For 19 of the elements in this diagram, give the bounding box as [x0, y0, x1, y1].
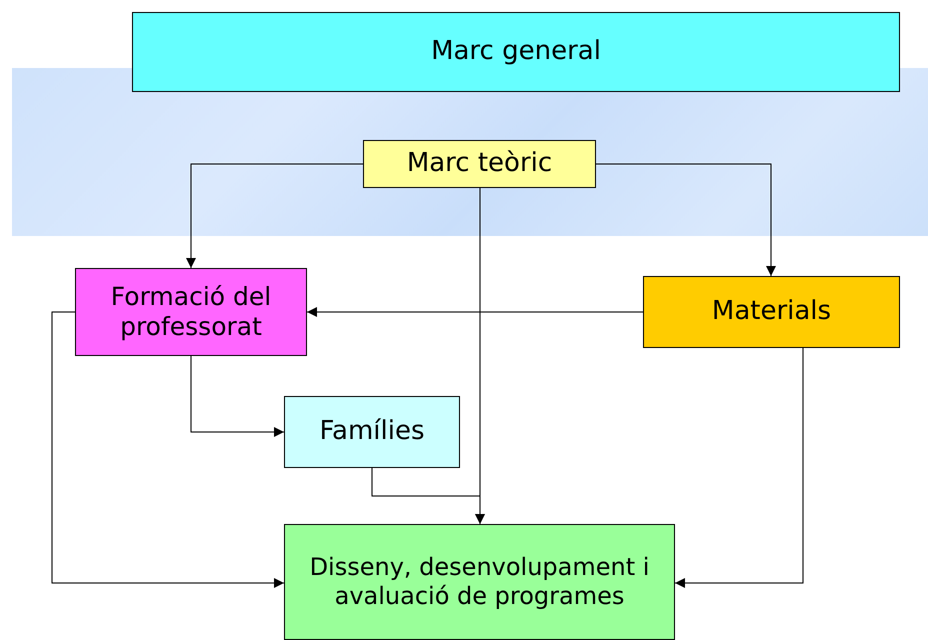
arrow — [186, 164, 364, 268]
arrow — [596, 164, 776, 276]
process-box — [643, 276, 900, 348]
process-box — [363, 140, 596, 188]
process-box — [284, 396, 460, 468]
box-label: Disseny, desenvolupament i avaluació de programes — [308, 553, 650, 611]
arrow — [306, 307, 644, 317]
box-label: Formació del professorat — [110, 282, 272, 342]
arrow — [674, 348, 804, 588]
process-box — [132, 12, 900, 92]
box-label: Marc teòric — [406, 148, 554, 180]
arrow — [372, 468, 485, 524]
process-box — [75, 268, 307, 356]
arrow — [190, 356, 284, 437]
arrow — [52, 312, 284, 588]
box-label: Famílies — [318, 416, 426, 448]
box-label: Marc general — [430, 36, 602, 68]
process-box — [284, 524, 675, 640]
box-label: Materials — [710, 296, 832, 328]
